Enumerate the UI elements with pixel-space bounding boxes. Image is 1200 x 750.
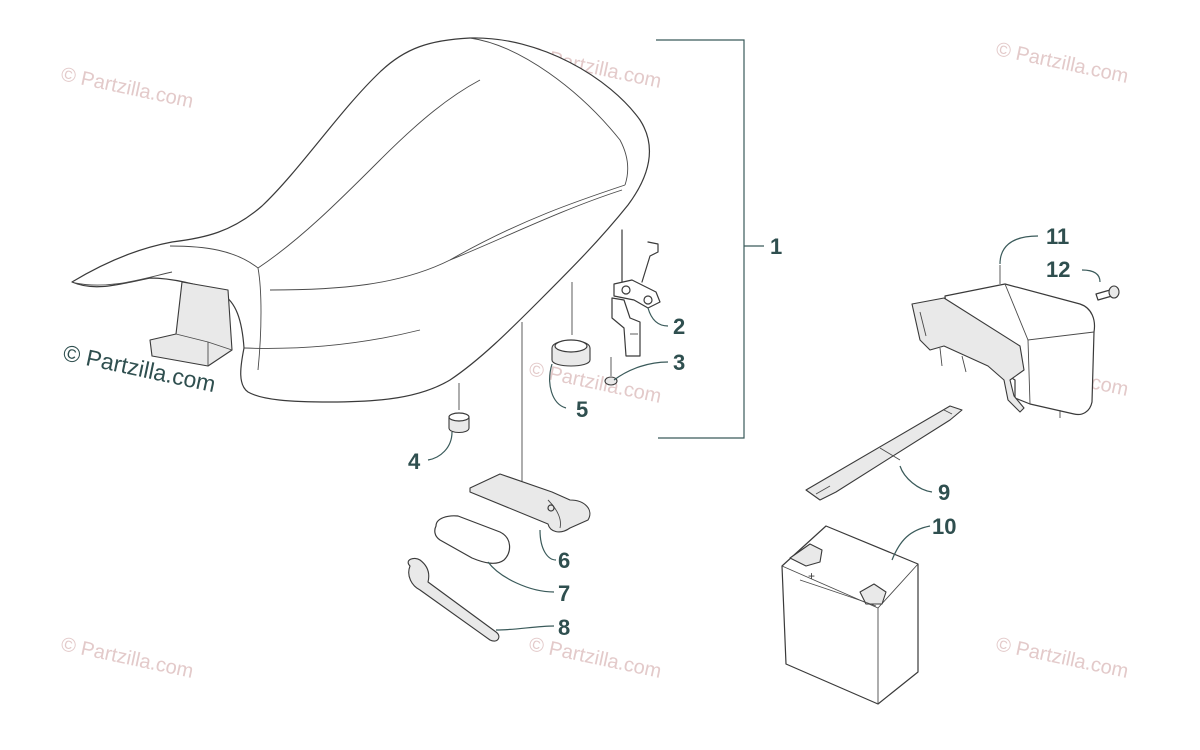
callout-11: 11: [1046, 224, 1069, 249]
seat: [71, 37, 650, 403]
rubber-bumper-part-5: [551, 282, 591, 367]
seat-latch: [611, 229, 661, 357]
watermark-top-right: © Partzilla.com: [994, 38, 1130, 88]
callout-8: 8: [558, 615, 570, 640]
callout-numbers: 1 2 3 4 5 6 7 8 9 10 11 12: [408, 224, 1070, 640]
band-part-7: [434, 515, 511, 564]
watermark-bottom-center: © Partzilla.com: [527, 633, 663, 683]
battery-strap-part-9: [805, 405, 963, 501]
watermark-bottom-right: © Partzilla.com: [994, 633, 1130, 683]
cover-part-6: [469, 322, 591, 533]
watermark-bottom-left: © Partzilla.com: [59, 633, 195, 683]
callout-1-bracket: [656, 39, 764, 439]
callout-12: 12: [1046, 257, 1070, 282]
leader-lines: [427, 235, 1101, 631]
callout-1: 1: [770, 234, 782, 259]
battery-terminal-label: +: [808, 569, 815, 583]
callout-5: 5: [576, 397, 588, 422]
battery-part-10: +: [781, 525, 919, 705]
callout-10: 10: [932, 514, 956, 539]
rubber-part-4: [448, 383, 470, 434]
wrench-part-8: [407, 557, 500, 642]
callout-2: 2: [673, 314, 685, 339]
callout-3: 3: [673, 350, 685, 375]
watermark-top-left: © Partzilla.com: [59, 63, 195, 113]
callout-7: 7: [558, 581, 570, 606]
nut-part-3: [604, 357, 618, 386]
callout-9: 9: [938, 480, 950, 505]
callout-6: 6: [558, 548, 570, 573]
callout-4: 4: [408, 449, 421, 474]
bolt-part-12: [1095, 285, 1120, 301]
battery-box-part-11: [911, 265, 1096, 418]
